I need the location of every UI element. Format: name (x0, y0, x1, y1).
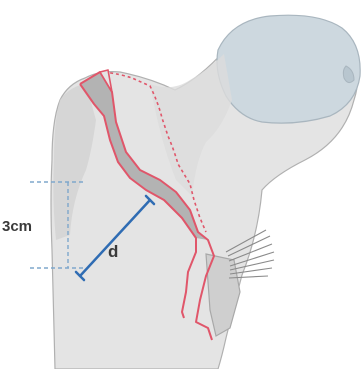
distance-measure-label: d (108, 242, 118, 261)
height-measure-label: 3cm (2, 218, 32, 235)
femoral-head (217, 15, 360, 123)
